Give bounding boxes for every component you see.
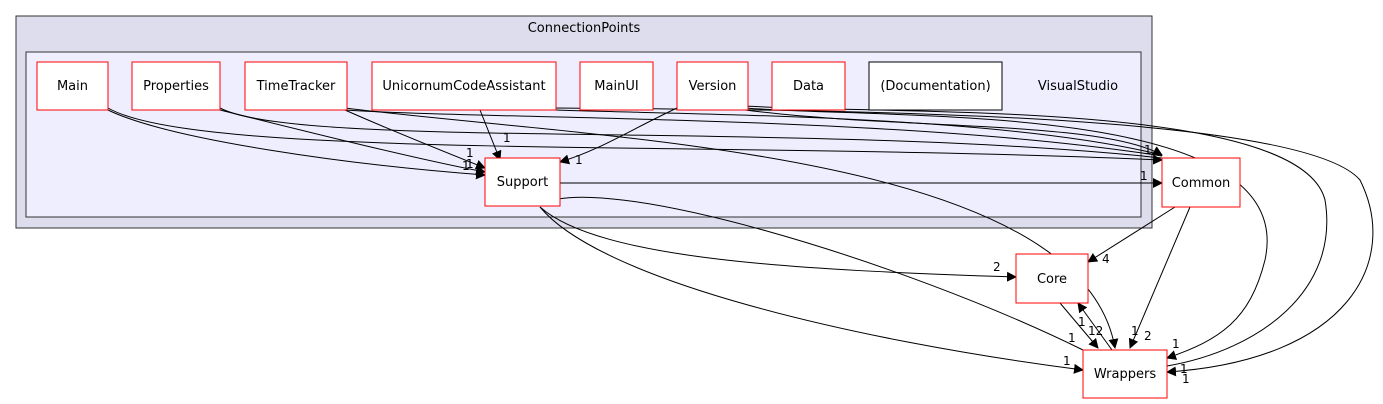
edge-label-properties-support: 1 (466, 146, 474, 160)
node-support-label: Support (497, 175, 548, 190)
edge-version-wrappers-b (744, 105, 1328, 367)
node-version-label: Version (689, 79, 737, 94)
edge-label-unicornum-support: 1 (503, 131, 511, 145)
edge-support-core (539, 206, 1017, 282)
node-common[interactable]: Common (1161, 157, 1241, 208)
node-unicornum-label: UnicornumCodeAssistant (382, 79, 545, 94)
edge-common-wrappers (1128, 206, 1191, 349)
edge-label-timetracker-wrappers: 1 (1068, 331, 1076, 345)
edge-main-common (107, 107, 1163, 165)
node-support[interactable]: Support (484, 157, 561, 207)
edge-timetracker-support (344, 109, 486, 170)
edge-label-common-wrappers: 2 (1144, 329, 1152, 343)
edge-main-support (107, 109, 486, 180)
edge-label-version-wrappers-b: 1 (1180, 362, 1188, 376)
node-timetracker[interactable]: TimeTracker (244, 61, 348, 111)
edge-core-wrappers (1059, 302, 1099, 349)
node-main-label: Main (57, 79, 88, 94)
edges (107, 105, 1374, 377)
edge-unicornum-support (479, 109, 502, 161)
node-common-label: Common (1172, 176, 1231, 191)
edge-label-main-support: 1 (462, 159, 470, 173)
node-properties-label: Properties (143, 79, 209, 94)
edge-label-common-core: 4 (1102, 252, 1110, 266)
edge-support-wrappers (539, 206, 1084, 374)
cluster-connectionpoints-label: ConnectionPoints (528, 21, 641, 36)
edge-labels: 1 1 1 1 1 1 1 2 4 1 1 1 12 1 2 1 1 1 (462, 131, 1190, 386)
node-mainui-label: MainUI (594, 79, 638, 94)
edge-label-right-wrappers: 1 (1182, 372, 1190, 386)
edge-timetracker-common (344, 109, 1163, 157)
node-unicornum[interactable]: UnicornumCodeAssistant (371, 61, 557, 111)
node-core[interactable]: Core (1015, 253, 1089, 304)
node-wrappers[interactable]: Wrappers (1082, 349, 1168, 399)
node-wrappers-label: Wrappers (1094, 367, 1156, 382)
edge-version-common (744, 109, 1163, 156)
node-mainui[interactable]: MainUI (579, 61, 654, 111)
edge-properties-common (219, 107, 1163, 159)
edge-label-support-common: 1 (1140, 169, 1148, 183)
edge-label-common-top: 1 (1144, 143, 1152, 157)
edge-common-core (1087, 206, 1176, 263)
node-core-label: Core (1037, 272, 1067, 287)
node-data[interactable]: Data (771, 61, 846, 111)
edge-label-support-core: 2 (993, 260, 1001, 274)
edge-right-wrappers (555, 107, 1374, 377)
edge-label-timetracker-support: 1 (466, 157, 474, 171)
edge-label-core-wrappers-a: 1 (1078, 315, 1086, 329)
edge-label-version-wrappers-a: 1 (1172, 337, 1180, 351)
node-documentation[interactable]: (Documentation) (868, 61, 1003, 111)
edge-label-wrappers-core: 1 (1131, 324, 1139, 338)
edge-wrappers-core (1077, 302, 1113, 351)
edge-label-support-wrappers: 1 (1063, 354, 1071, 368)
edge-label-version-support: 1 (575, 153, 583, 167)
edge-label-core-wrappers-b: 12 (1088, 324, 1103, 338)
node-version[interactable]: Version (676, 61, 749, 111)
edge-support-wrappers-long (539, 196, 1084, 351)
node-timetracker-label: TimeTracker (256, 79, 336, 94)
node-properties[interactable]: Properties (131, 61, 221, 111)
edge-version-support (559, 107, 678, 165)
cluster-visualstudio-label: VisualStudio (1038, 79, 1118, 94)
node-documentation-label: (Documentation) (880, 79, 990, 94)
node-data-label: Data (793, 79, 824, 94)
node-main[interactable]: Main (36, 61, 109, 111)
